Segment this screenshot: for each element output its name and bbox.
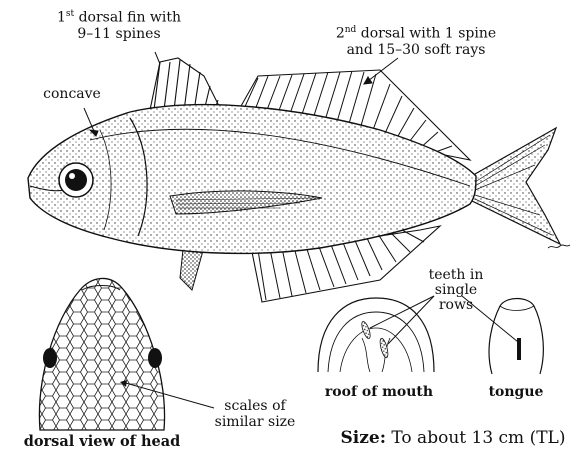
scales-line2: similar size [200, 414, 310, 430]
tongue-view [489, 299, 543, 375]
right-eye [148, 348, 162, 368]
first-dorsal-label: 1st dorsal fin with 9–11 spines [44, 6, 194, 42]
caudal-fin [468, 128, 560, 244]
roof-of-mouth-caption: roof of mouth [314, 384, 444, 400]
roof-of-mouth-view [318, 298, 434, 372]
second-dorsal-line1: 2nd dorsal with 1 spine [316, 22, 516, 42]
first-dorsal-line2: 9–11 spines [44, 26, 194, 42]
size-caption: Size: To about 13 cm (TL) [322, 428, 584, 448]
tongue-caption: tongue [476, 384, 556, 400]
left-eye [43, 348, 57, 368]
size-label: Size: [341, 428, 386, 448]
teeth-line3: rows [418, 298, 494, 313]
dorsal-head-view [39, 278, 214, 430]
concave-label: concave [36, 86, 108, 102]
scales-line1: scales of [200, 398, 310, 414]
teeth-label: teeth in single rows [418, 268, 494, 313]
fish-side-view [28, 58, 570, 302]
size-value: To about 13 cm (TL) [386, 428, 565, 448]
dorsal-view-caption: dorsal view of head [4, 434, 200, 450]
scales-label: scales of similar size [200, 398, 310, 430]
first-dorsal-line1: 1st dorsal fin with [44, 6, 194, 26]
second-dorsal-line2: and 15–30 soft rays [316, 42, 516, 58]
second-dorsal-label: 2nd dorsal with 1 spine and 15–30 soft r… [316, 22, 516, 58]
teeth-line1: teeth in [418, 268, 494, 283]
teeth-line2: single [418, 283, 494, 298]
first-dorsal-fin [150, 58, 222, 112]
